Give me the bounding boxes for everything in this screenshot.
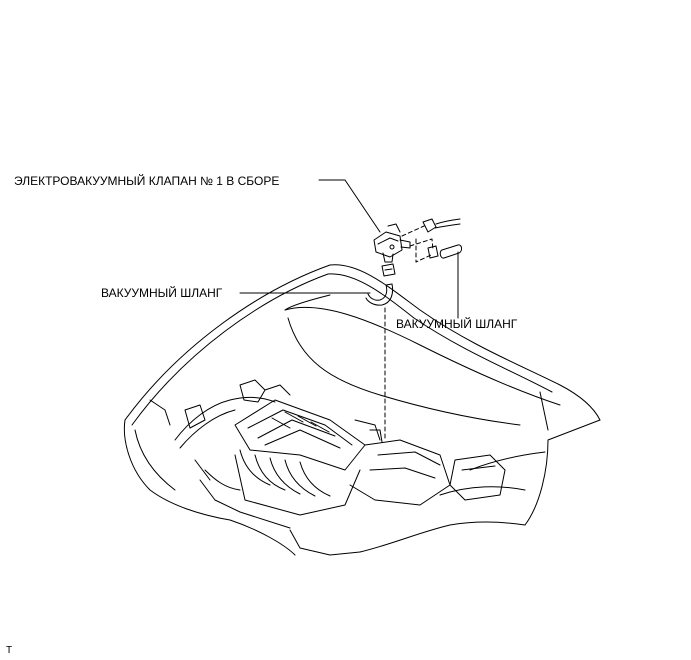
leader-lines	[239, 179, 459, 319]
engine-block	[174, 379, 506, 516]
alignment-lines	[384, 225, 434, 441]
car-body-outline	[123, 264, 601, 556]
vacuum-valve-assembly	[365, 218, 462, 306]
valve-assembly-label: ЭЛЕКТРОВАКУУМНЫЙ КЛАПАН № 1 В СБОРЕ	[14, 174, 280, 188]
vacuum-hose-left-label: ВАКУУМНЫЙ ШЛАНГ	[101, 286, 223, 300]
vacuum-hose-right-label: ВАКУУМНЫЙ ШЛАНГ	[396, 317, 518, 331]
corner-mark: T	[6, 645, 13, 656]
